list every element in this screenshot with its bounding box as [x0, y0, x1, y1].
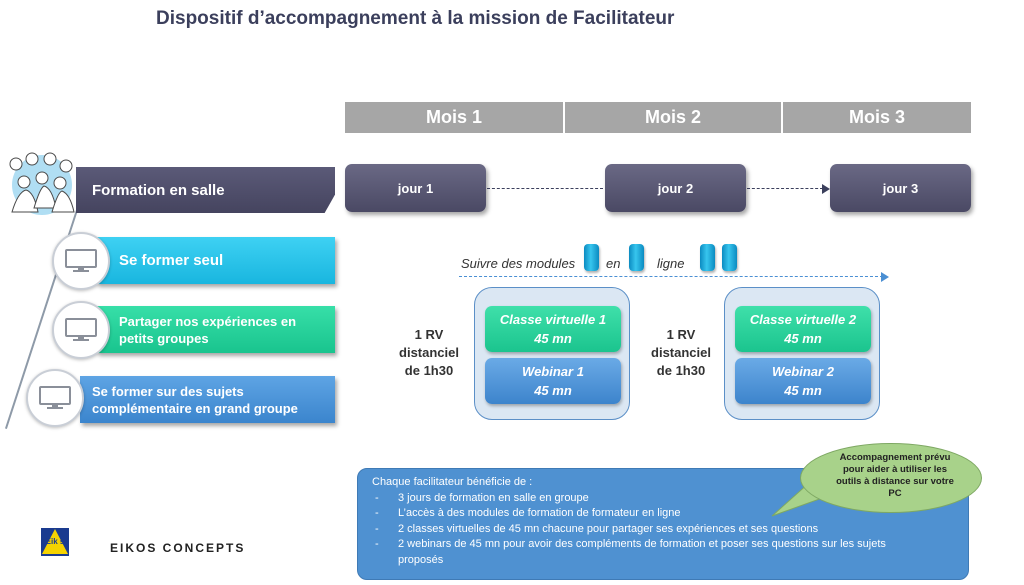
monitor-icon	[65, 249, 97, 272]
logo-badge-text: Eik s	[45, 537, 65, 546]
row-se-former-seul-label: Se former seul	[119, 252, 224, 269]
month-header-2: Mois 2	[565, 102, 781, 133]
callout-ellipse	[800, 443, 982, 513]
rv-line2: distanciel	[651, 345, 711, 360]
monitor-icon	[65, 318, 97, 341]
modules-label-3: ligne	[657, 256, 685, 271]
module-cylinder-icon	[722, 244, 737, 271]
classe-virtuelle-2: Classe virtuelle 2 45 mn	[735, 306, 871, 352]
webinar-2: Webinar 2 45 mn	[735, 358, 871, 404]
classe-duration: 45 mn	[784, 331, 822, 346]
module-cylinder-icon	[700, 244, 715, 271]
row-partager: Partager nos expériences en petits group…	[97, 306, 335, 353]
rv-line2: distanciel	[399, 345, 459, 360]
rv-distanciel-2: 1 RV distanciel de 1h30	[641, 326, 721, 380]
row-se-former-seul: Se former seul	[97, 237, 335, 284]
arrow-head-icon	[822, 184, 830, 194]
rv-line3: de 1h30	[404, 363, 454, 378]
webinar-1: Webinar 1 45 mn	[485, 358, 621, 404]
summary-list: 3 jours de formation en salle en groupe …	[372, 491, 954, 569]
row-partager-label: Partager nos expériences en petits group…	[119, 313, 297, 346]
row-formation-salle-label: Formation en salle	[92, 181, 225, 199]
webinar-label: Webinar 2	[772, 364, 834, 379]
eikos-logo-icon	[41, 528, 69, 556]
classe-label: Classe virtuelle 1	[499, 312, 607, 327]
summary-box: Chaque facilitateur bénéficie de : 3 jou…	[357, 468, 969, 580]
summary-item: 2 webinars de 45 mn pour avoir des compl…	[372, 537, 954, 568]
monitor-icon	[39, 386, 71, 409]
rv-line3: de 1h30	[656, 363, 706, 378]
virtual-session-group-1: Classe virtuelle 1 45 mn Webinar 1 45 mn	[474, 287, 630, 420]
jour-3-box: jour 3	[830, 164, 971, 212]
classe-label: Classe virtuelle 2	[749, 312, 857, 327]
summary-intro: Chaque facilitateur bénéficie de :	[372, 476, 533, 488]
summary-item: 3 jours de formation en salle en groupe	[372, 491, 954, 507]
callout-bubble: Accompagnement prévu pour aider à utilis…	[800, 443, 982, 513]
callout-text: Accompagnement prévu pour aider à utilis…	[836, 452, 954, 499]
webinar-duration: 45 mn	[784, 383, 822, 398]
module-cylinder-icon	[629, 244, 644, 271]
jour-2-box: jour 2	[605, 164, 746, 212]
company-name: EIKOS CONCEPTS	[110, 541, 246, 555]
computer-icon-circle	[26, 369, 84, 427]
month-header-1: Mois 1	[345, 102, 563, 133]
modules-label-2: en	[606, 256, 621, 271]
rv-line1: 1 RV	[414, 327, 444, 342]
virtual-session-group-2: Classe virtuelle 2 45 mn Webinar 2 45 mn	[724, 287, 880, 420]
arrow-head-icon	[881, 272, 889, 282]
rv-line1: 1 RV	[666, 327, 696, 342]
computer-icon-circle	[52, 301, 110, 359]
summary-item: 2 classes virtuelles de 45 mn chacune po…	[372, 522, 954, 538]
dashed-connector	[487, 188, 603, 189]
classe-duration: 45 mn	[534, 331, 572, 346]
row-formation-salle: Formation en salle	[76, 167, 335, 213]
summary-item: L’accès à des modules de formation de fo…	[372, 506, 954, 522]
group-people-icon	[9, 152, 75, 215]
module-cylinder-icon	[584, 244, 599, 271]
classe-virtuelle-1: Classe virtuelle 1 45 mn	[485, 306, 621, 352]
modules-dashed-arrow	[459, 276, 883, 277]
jour-1-box: jour 1	[345, 164, 486, 212]
page-title: Dispositif d’accompagnement à la mission…	[156, 8, 675, 29]
row-grand-groupe: Se former sur des sujets complémentaire …	[80, 376, 335, 423]
month-header-3: Mois 3	[783, 102, 971, 133]
rv-distanciel-1: 1 RV distanciel de 1h30	[389, 326, 469, 380]
dashed-connector	[747, 188, 823, 189]
modules-label-1: Suivre des modules	[461, 256, 576, 271]
row-grand-groupe-label: Se former sur des sujets complémentaire …	[92, 383, 298, 416]
webinar-duration: 45 mn	[534, 383, 572, 398]
webinar-label: Webinar 1	[522, 364, 584, 379]
computer-icon-circle	[52, 232, 110, 290]
